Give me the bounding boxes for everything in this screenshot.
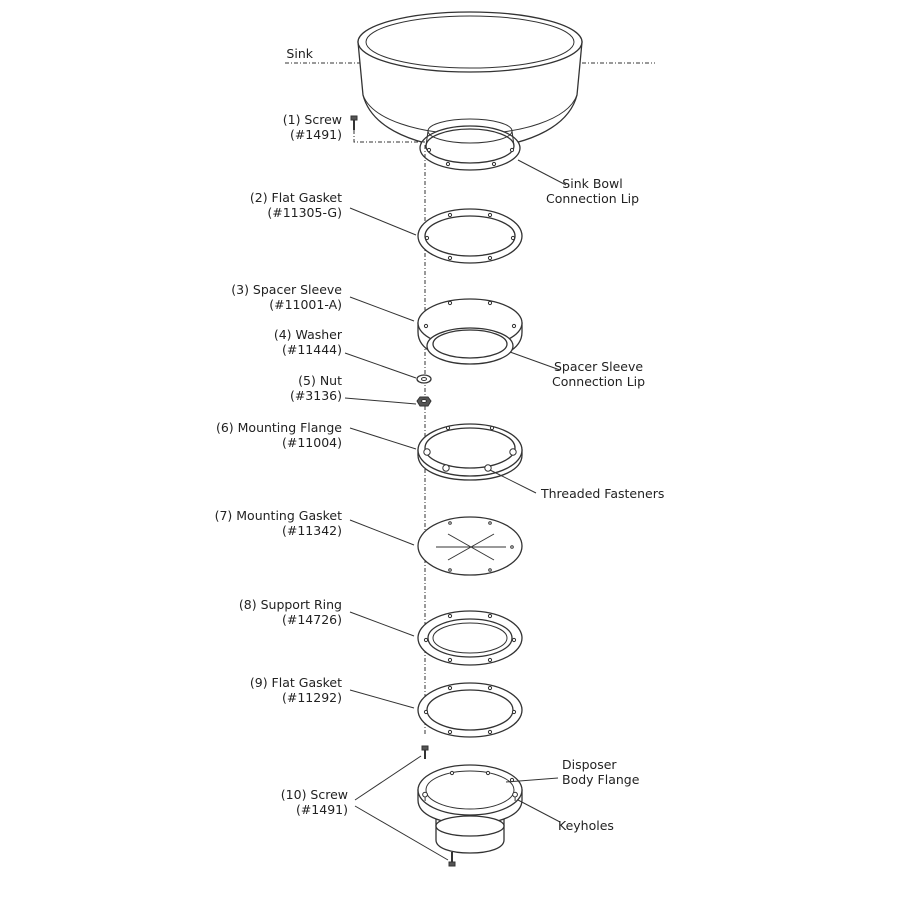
label-mounting-flange-6: (6) Mounting Flange (#11004) bbox=[216, 420, 342, 450]
label-screw-10-part: (#1491) bbox=[295, 802, 348, 817]
screw-10-lower bbox=[448, 852, 456, 867]
label-mounting-gasket-7-name: (7) Mounting Gasket bbox=[214, 508, 342, 523]
label-spacer-sleeve-lip-line2: Connection Lip bbox=[552, 374, 646, 389]
label-washer-4: (4) Washer (#11444) bbox=[274, 327, 342, 357]
mounting-gasket-7 bbox=[417, 516, 523, 576]
label-disposer-body-flange-line1: Disposer bbox=[562, 757, 617, 772]
label-spacer-sleeve-lip: Spacer Sleeve Connection Lip bbox=[552, 359, 645, 389]
label-sink-bowl-lip-line2: Connection Lip bbox=[546, 191, 640, 206]
label-sink-bowl-lip: Sink Bowl Connection Lip bbox=[546, 176, 639, 206]
keyhole-right bbox=[512, 791, 518, 801]
spacer-sleeve-3 bbox=[417, 298, 523, 365]
label-flat-gasket-9: (9) Flat Gasket (#11292) bbox=[250, 675, 342, 705]
screw-guide-line bbox=[353, 130, 425, 143]
mounting-flange-6 bbox=[417, 423, 523, 481]
nut-5 bbox=[416, 396, 432, 407]
label-mounting-gasket-7: (7) Mounting Gasket (#11342) bbox=[215, 508, 342, 538]
label-support-ring-8-name: (8) Support Ring bbox=[238, 597, 342, 612]
label-threaded-fasteners-text: Threaded Fasteners bbox=[541, 486, 665, 501]
label-mounting-flange-6-part: (#11004) bbox=[282, 435, 342, 450]
leader-lines bbox=[344, 159, 567, 861]
label-screw-1-part: (#1491) bbox=[289, 127, 342, 142]
label-nut-5-name: (5) Nut bbox=[298, 373, 342, 388]
label-sink: Sink bbox=[286, 46, 313, 61]
label-screw-1-name: (1) Screw bbox=[282, 112, 342, 127]
label-nut-5: (5) Nut (#3136) bbox=[290, 373, 342, 403]
label-keyholes: Keyholes bbox=[558, 818, 614, 833]
label-sink-text: Sink bbox=[286, 46, 313, 61]
label-flat-gasket-2-part: (#11305-G) bbox=[267, 205, 342, 220]
flat-gasket-9 bbox=[417, 682, 523, 738]
label-threaded-fasteners: Threaded Fasteners bbox=[541, 486, 664, 501]
label-flat-gasket-2-name: (2) Flat Gasket bbox=[249, 190, 342, 205]
flat-gasket-2 bbox=[417, 208, 523, 264]
washer-4 bbox=[416, 374, 432, 384]
label-flat-gasket-2: (2) Flat Gasket (#11305-G) bbox=[250, 190, 342, 220]
label-spacer-sleeve-3: (3) Spacer Sleeve (#11001-A) bbox=[231, 282, 342, 312]
label-support-ring-8-part: (#14726) bbox=[282, 612, 342, 627]
label-spacer-sleeve-3-part: (#11001-A) bbox=[269, 297, 342, 312]
screw-1 bbox=[350, 115, 358, 130]
label-keyholes-text: Keyholes bbox=[558, 818, 614, 833]
label-sink-bowl-lip-line1: Sink Bowl bbox=[562, 176, 623, 191]
label-support-ring-8: (8) Support Ring (#14726) bbox=[239, 597, 342, 627]
label-mounting-flange-6-name: (6) Mounting Flange bbox=[215, 420, 342, 435]
screw-10-upper bbox=[421, 745, 429, 759]
support-ring-8 bbox=[417, 610, 523, 666]
disposer-body-flange bbox=[417, 764, 523, 854]
label-washer-4-part: (#11444) bbox=[282, 342, 342, 357]
label-disposer-body-flange-line2: Body Flange bbox=[562, 772, 640, 787]
label-flat-gasket-9-name: (9) Flat Gasket bbox=[249, 675, 342, 690]
label-washer-4-name: (4) Washer bbox=[273, 327, 342, 342]
label-disposer-body-flange: Disposer Body Flange bbox=[562, 757, 639, 787]
label-screw-1: (1) Screw (#1491) bbox=[283, 112, 342, 142]
label-screw-10-name: (10) Screw bbox=[280, 787, 348, 802]
label-spacer-sleeve-lip-line1: Spacer Sleeve bbox=[553, 359, 644, 374]
sink-bowl-connection-lip bbox=[419, 118, 521, 171]
sink-bowl bbox=[357, 11, 583, 149]
label-screw-10: (10) Screw (#1491) bbox=[281, 787, 348, 817]
keyhole-left bbox=[422, 791, 428, 801]
label-spacer-sleeve-3-name: (3) Spacer Sleeve bbox=[231, 282, 342, 297]
label-nut-5-part: (#3136) bbox=[289, 388, 342, 403]
label-flat-gasket-9-part: (#11292) bbox=[282, 690, 342, 705]
label-mounting-gasket-7-part: (#11342) bbox=[282, 523, 342, 538]
